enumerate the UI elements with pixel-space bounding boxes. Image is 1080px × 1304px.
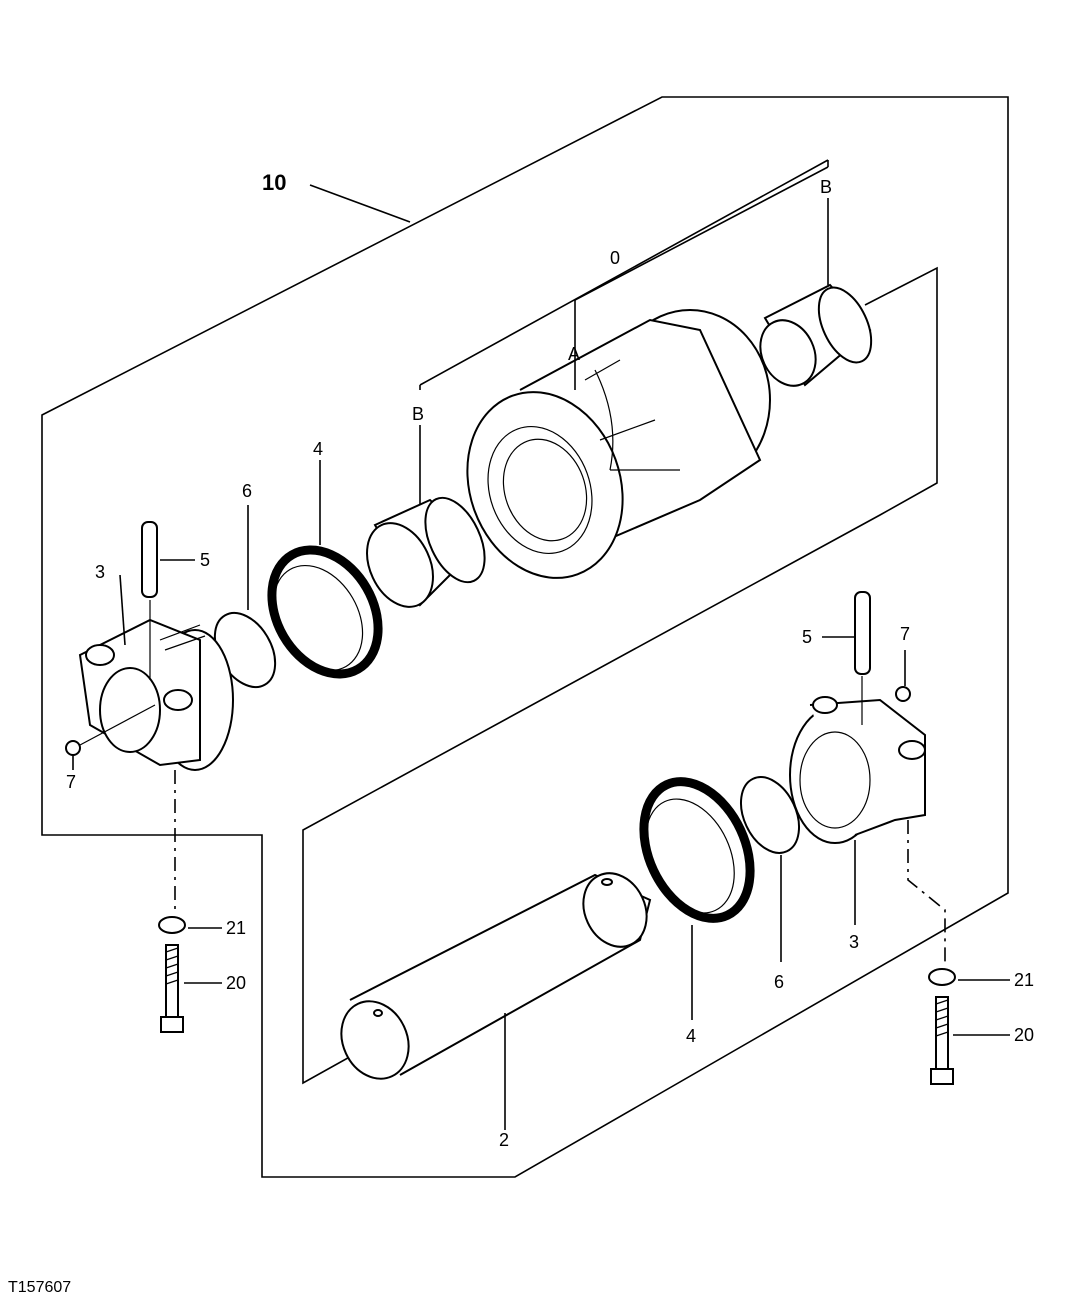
bushing-lower: [366, 496, 486, 608]
figure-id: T157607: [8, 1279, 71, 1296]
callout-b-lower: B: [412, 404, 424, 424]
callout-5-left: 5: [200, 550, 210, 570]
leader-10: [309, 184, 411, 223]
bolt-right: [930, 996, 954, 1085]
boundary-seg: [574, 166, 829, 301]
assembly-boundary: [41, 96, 1009, 1178]
callout-7-left: 7: [66, 772, 76, 792]
bushing-upper: [759, 283, 873, 387]
callout-0: 0: [610, 248, 620, 268]
pin-left: [141, 521, 158, 680]
washer-right: [928, 968, 956, 986]
callout-2: 2: [499, 1130, 509, 1150]
callout-4-upper: 4: [313, 439, 323, 459]
callout-3-left: 3: [95, 562, 105, 582]
callout-5-right: 5: [802, 627, 812, 647]
collar-right: [789, 696, 926, 844]
washer-left: [158, 916, 186, 934]
seal-upper: [267, 545, 383, 679]
callout-7-right: 7: [900, 624, 910, 644]
bolt-left: [160, 944, 184, 1033]
callout-21-right: 21: [1014, 970, 1034, 990]
callout-6-upper: 6: [242, 481, 252, 501]
callout-3-right: 3: [849, 932, 859, 952]
callout-6-lower: 6: [774, 972, 784, 992]
callout-20-right: 20: [1014, 1025, 1034, 1045]
plug-right: [895, 686, 911, 702]
callout-b-upper: B: [820, 177, 832, 197]
collar-left: [78, 618, 234, 771]
leader-3-left: [119, 574, 126, 646]
callout-a: A: [568, 344, 580, 364]
track-roller: [466, 309, 771, 579]
callout-21-left: 21: [226, 918, 246, 938]
pin-right: [854, 591, 871, 725]
roller-group-boundary: [302, 159, 938, 1085]
centerline-right: [907, 820, 946, 965]
shaft: [340, 872, 652, 1080]
callout-20-left: 20: [226, 973, 246, 993]
plug-left: [65, 740, 81, 756]
assembly-number-label: 10: [262, 170, 286, 195]
seal-lower: [639, 777, 755, 923]
callout-4-lower: 4: [686, 1026, 696, 1046]
leader-plug-left: [79, 704, 156, 746]
